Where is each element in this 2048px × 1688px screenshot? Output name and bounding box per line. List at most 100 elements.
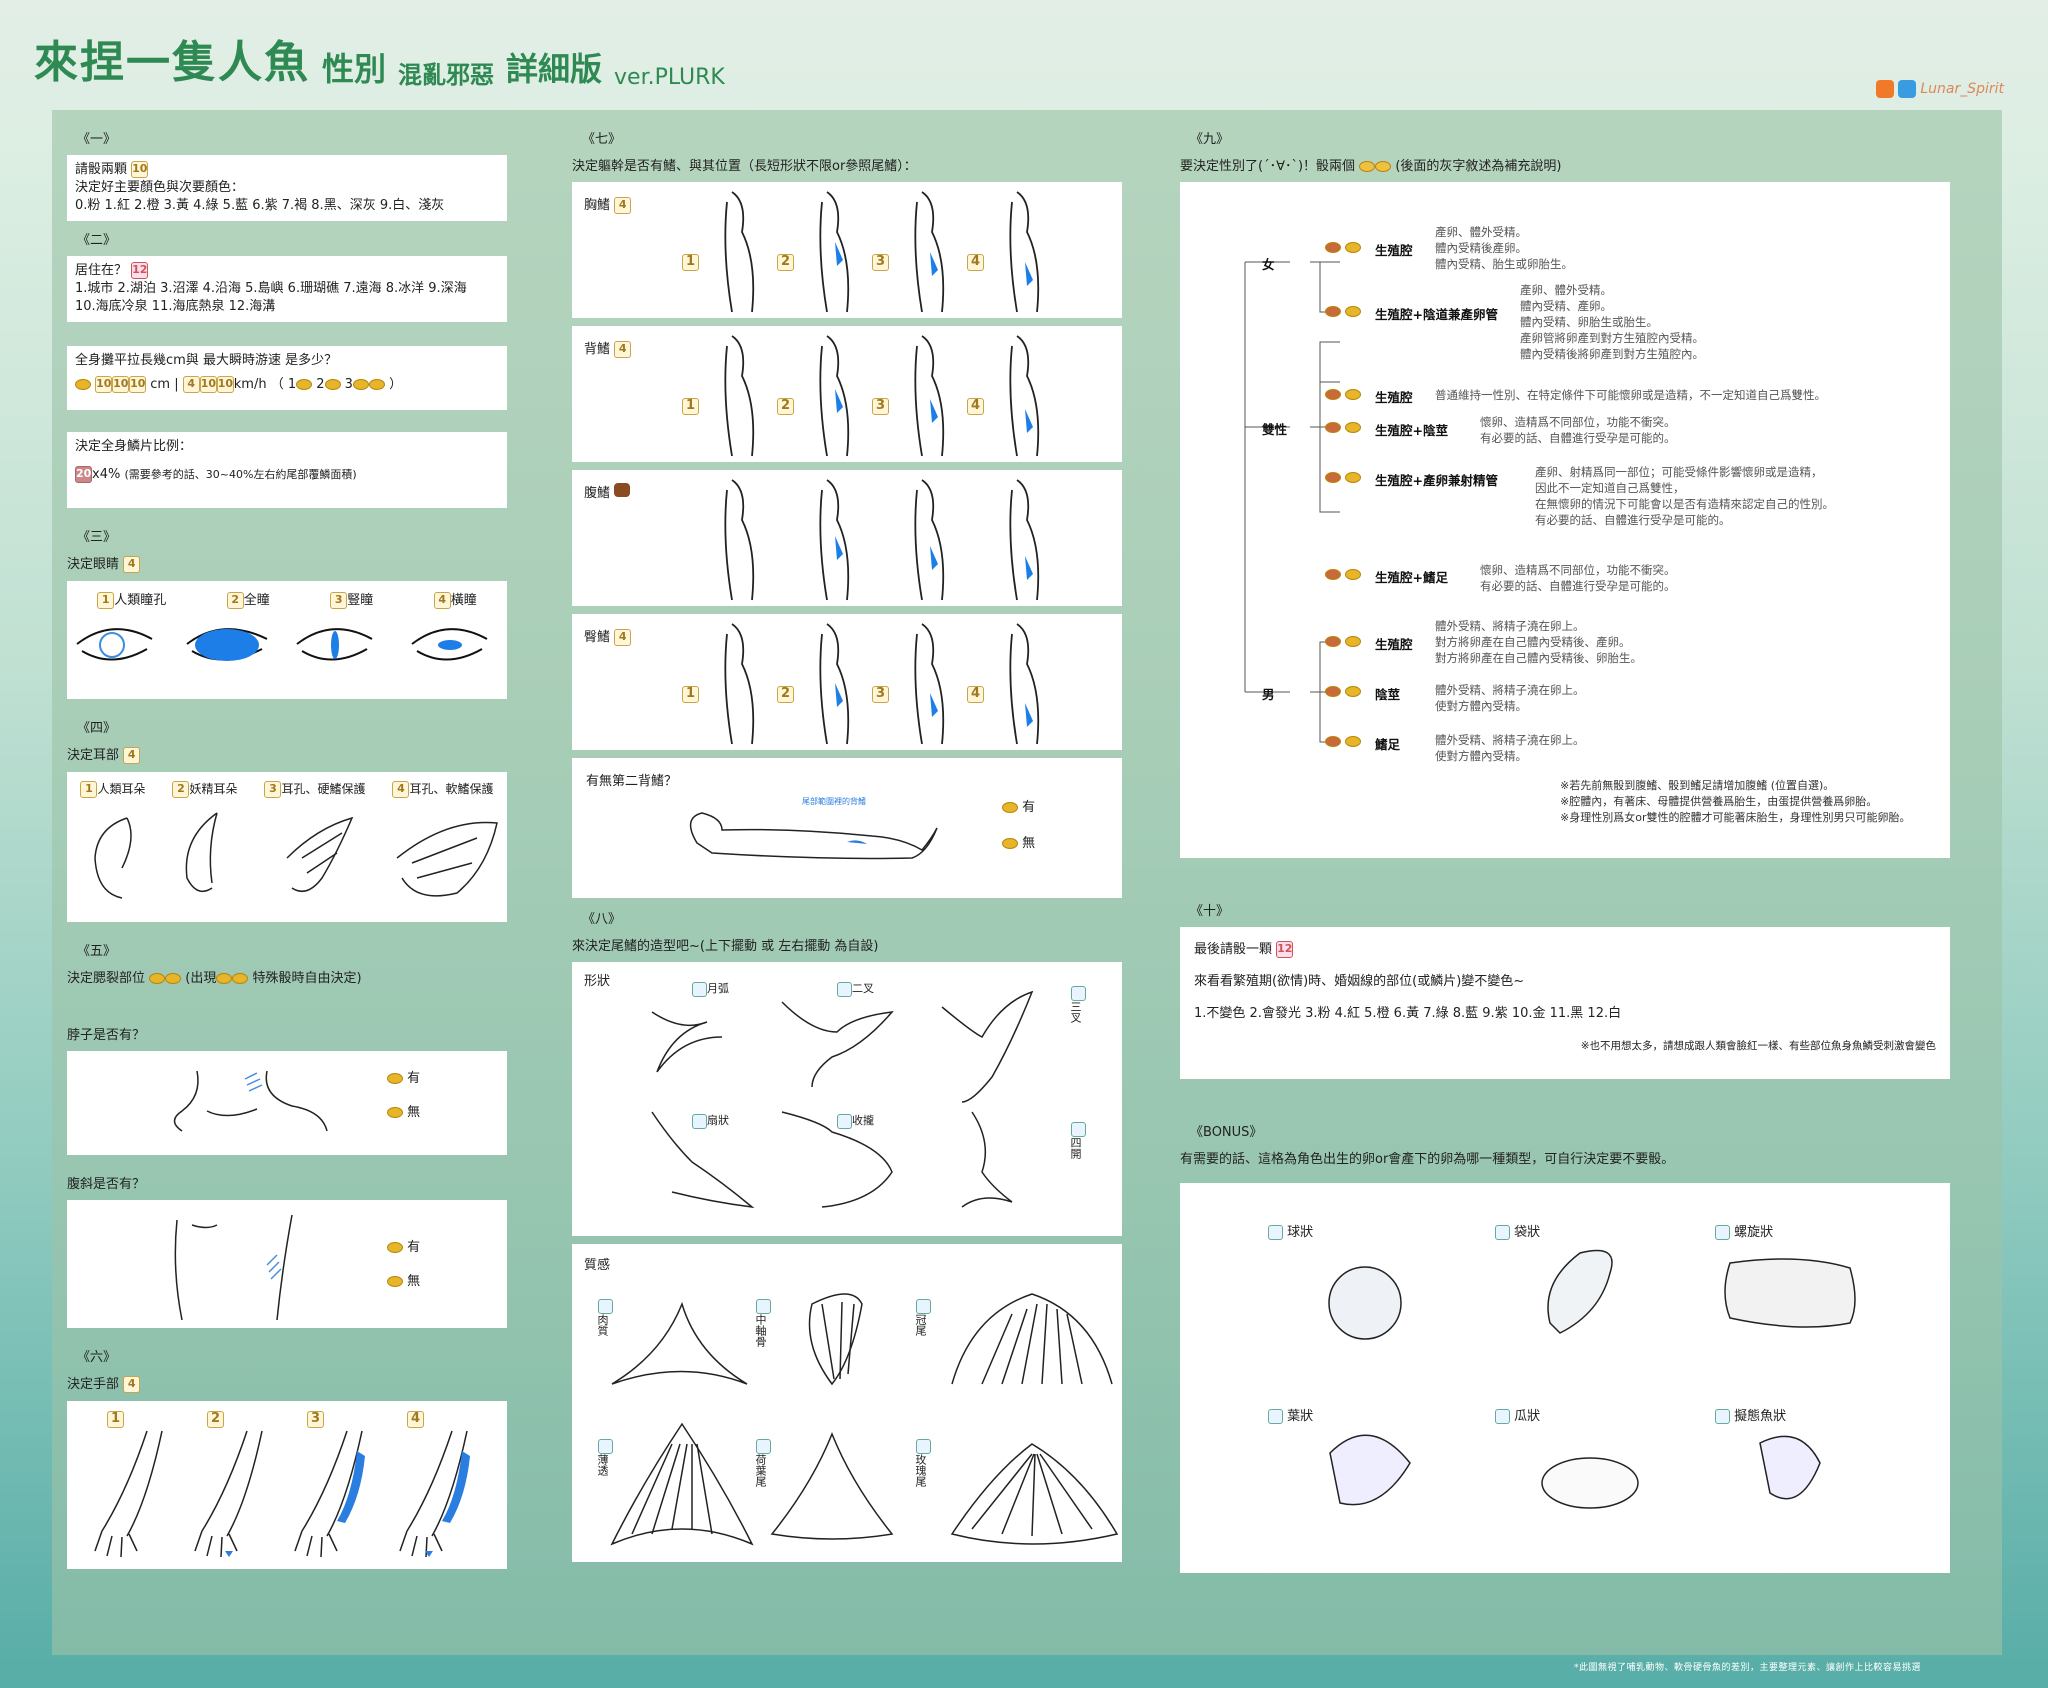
len-close: ） — [389, 377, 403, 392]
s1-l2: 決定好主要顏色與次要顏色： — [75, 180, 245, 195]
option-label: 人類耳朵 — [97, 782, 146, 796]
torso-illustration — [724, 191, 1040, 313]
dice-12-icon: 12 — [1276, 941, 1294, 958]
belly-question: 腹斜是否有？ — [67, 1177, 146, 1192]
tree-desc: 產卵、射精爲同一部位；可能受條件影響懷卵或是造精， — [1535, 465, 1823, 479]
number-icon: 1 — [80, 781, 98, 798]
coin-icon — [387, 1276, 403, 1287]
m2-key: 陰莖 — [1375, 687, 1401, 702]
hands-question: 決定手部 — [67, 1377, 120, 1392]
title-sub: 性別 — [322, 50, 387, 88]
coin-icon — [1002, 838, 1018, 849]
tail-shape-name: 月弧 — [707, 982, 729, 995]
belly-illustration — [174, 1214, 293, 1321]
tree-desc: 體內受精後產卵。 — [1435, 241, 1527, 255]
heart-icon — [1359, 161, 1376, 172]
dice-4-icon: 4 — [123, 556, 141, 573]
gills-q3: 特殊骰時自由決定) — [252, 971, 362, 986]
f2-key: 生殖腔+陰道兼產卵管 — [1375, 307, 1498, 322]
tail-shape-box: 形狀 月弧二叉三叉扇狀收攏四開 — [572, 962, 1122, 1236]
tree-desc: 產卵、體外受精。 — [1435, 225, 1527, 239]
section-1-box: 請骰兩顆 10 決定好主要顏色與次要顏色： 0.粉 1.紅 2.橙 3.黃 4.… — [67, 155, 507, 221]
sex-dice-icon — [1345, 686, 1361, 697]
tree-desc: 使對方體內受精。 — [1435, 749, 1527, 763]
merman-lying-illustration — [689, 812, 938, 860]
dice-icon: 10 — [216, 376, 234, 393]
sex-q2: (後面的灰字敘述為補充說明) — [1395, 159, 1562, 174]
sex-dice-icon — [1345, 736, 1361, 747]
sex-note: ※腔體內，有著床、母體提供營養爲胎生，由蛋提供營養爲卵胎。 — [1560, 795, 1878, 808]
footer-note: *此圖無視了哺乳動物、軟骨硬骨魚的差別，主要整理元素、讓創作上比較容易挑選 — [1574, 1663, 1922, 1673]
dice-icon: 10 — [129, 376, 147, 393]
coin-icon — [387, 1242, 403, 1253]
tree-desc: 體內受精、卵胎生或胎生。 — [1520, 315, 1658, 329]
scale-question: 決定全身鱗片比例： — [75, 439, 193, 454]
column-3: 《九》 要決定性別了(´･∀･`)！骰兩個 (後面的灰字敘述為補充說明) 女雙性… — [1180, 110, 1950, 1573]
tree-node: 生殖腔 — [1375, 387, 1413, 406]
title-main: 來捏一隻人魚 — [34, 37, 310, 88]
dice-icon — [1495, 1409, 1510, 1424]
section-7-head: 《七》 — [582, 132, 622, 147]
number-icon: 3 — [264, 781, 282, 798]
tail-texture-label: 冠尾 — [912, 1299, 931, 1336]
egg-label: 螺旋狀 — [1715, 1221, 1773, 1240]
sex-dice-icon — [1345, 636, 1361, 647]
tail-shape-name: 四開 — [1069, 1137, 1082, 1159]
fin-option-number-icon: 2 — [777, 686, 794, 703]
tail-texture-name: 荷葉尾 — [754, 1454, 767, 1487]
unit-cm: cm — [150, 377, 171, 392]
fin-option-number-icon: 1 — [682, 398, 699, 415]
heart-icon — [1375, 161, 1392, 172]
tree-desc: 產卵、體外受精。 — [1520, 283, 1612, 297]
sex-dice-icon — [1325, 472, 1341, 483]
twitter-icon — [1898, 80, 1917, 98]
tree-desc: 體內受精、產卵。 — [1520, 299, 1612, 313]
b2-key: 生殖腔+陰莖 — [1375, 423, 1448, 438]
neck-box: 有 無 — [67, 1051, 507, 1155]
column-1: 《一》 請骰兩顆 10 決定好主要顏色與次要顏色： 0.粉 1.紅 2.橙 3.… — [67, 110, 507, 1569]
b1-desc: 普通維持一性別、在特定條件下可能懷卵或是造精，不一定知道自己爲雙性。 — [1435, 388, 1826, 402]
hands-illustration — [94, 1430, 470, 1558]
tail-texture-label: 薄透 — [594, 1439, 613, 1476]
fin-option-number-icon: 1 — [682, 686, 699, 703]
option-label: 豎瞳 — [347, 593, 374, 608]
plurk-icon — [1876, 80, 1895, 98]
tail-shape-label: 扇狀 — [692, 1112, 729, 1129]
dice-10-icon: 10 — [131, 161, 149, 178]
egg-name: 球狀 — [1287, 1225, 1314, 1240]
dice-icon — [1070, 986, 1086, 1001]
len-paren: （ 1 — [270, 377, 297, 392]
section-3-head: 《三》 — [77, 530, 117, 545]
sex-note: ※身理性別爲女or雙性的腔體才可能著床胎生，身理性別男只可能卵胎。 — [1560, 811, 1911, 824]
s2-l3: 10.海底冷泉 11.海底熱泉 12.海溝 — [75, 299, 276, 314]
tail-texture-name: 中軸骨 — [754, 1314, 767, 1347]
dice-icon — [755, 1299, 771, 1314]
dice-4-icon: 4 — [123, 747, 141, 764]
tree-node: 生殖腔+陰道兼產卵管 — [1375, 304, 1498, 323]
len-3: 3 — [344, 377, 353, 392]
tail-shape-name: 收攏 — [852, 1114, 874, 1127]
both-label: 雙性 — [1262, 422, 1288, 437]
tree-desc: 產卵管將卵產到對方生殖腔內受精。 — [1520, 331, 1704, 345]
egg-name: 葉狀 — [1287, 1409, 1314, 1424]
coin-icon — [216, 973, 233, 984]
option-label: 人類瞳孔 — [114, 593, 167, 608]
tree-node: 生殖腔+鰭足 — [1375, 567, 1448, 586]
dice-icon: 4 — [182, 376, 200, 393]
tree-desc: 懷卵、造精爲不同部位，功能不衝突。 — [1480, 563, 1676, 577]
dice-4-icon: 4 — [614, 341, 632, 358]
f1-key: 生殖腔 — [1375, 243, 1413, 258]
number-icon: 2 — [226, 592, 244, 609]
eggs-box: 球狀 袋狀 螺旋狀 葉狀 瓜狀 擬態魚狀 — [1180, 1183, 1950, 1573]
male-label: 男 — [1262, 687, 1275, 702]
coin-icon — [296, 379, 313, 390]
texture-title: 質感 — [584, 1258, 611, 1273]
s1-l1: 請骰兩顆 — [75, 162, 128, 177]
s10-note: ※也不用想太多，請想成跟人類會臉紅一樣、有些部位魚身魚鱗受刺激會變色 — [1580, 1040, 1936, 1052]
tail-texture-label: 玫瑰尾 — [912, 1439, 931, 1487]
sex-dice-icon — [1325, 736, 1341, 747]
